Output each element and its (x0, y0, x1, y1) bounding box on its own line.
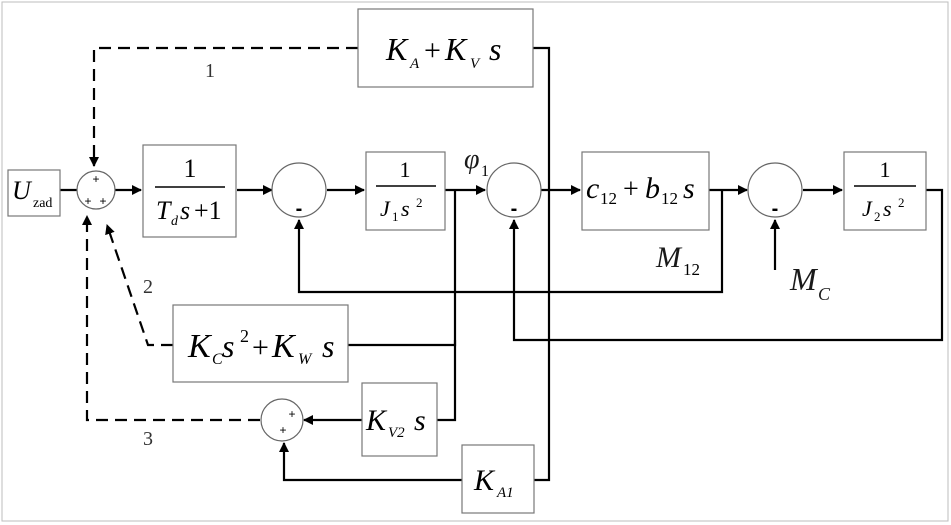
svg-text:J: J (380, 196, 391, 221)
signal-mc: M C (789, 261, 831, 304)
sum-junction-2: - (271, 162, 327, 220)
input-subscript: zad (33, 196, 52, 211)
sum-junction-3: - (486, 162, 542, 220)
svg-text:2: 2 (240, 326, 249, 346)
svg-text:M: M (655, 241, 683, 274)
svg-text:A: A (409, 56, 420, 72)
sum-main-sign-top: + (92, 172, 99, 186)
dashed-path-1 (89, 46, 358, 167)
input-box (7, 169, 61, 217)
svg-text:K: K (385, 31, 409, 67)
svg-text:+: + (252, 331, 269, 364)
sum3-minus-sign: - (511, 198, 518, 220)
path-label-1: 1 (205, 60, 215, 82)
svg-text:V: V (470, 56, 481, 72)
sum-junction-secondary: + + (260, 398, 304, 442)
dashed-path-2 (105, 224, 173, 347)
svg-text:12: 12 (683, 260, 700, 279)
sum5-sign-right: + (288, 407, 295, 421)
actuator-numerator: 1 (184, 154, 197, 183)
sum5-sign-bottom: + (279, 423, 286, 437)
plant2-denominator: J 2 s 2 (862, 195, 905, 224)
svg-text:K: K (271, 328, 297, 365)
svg-text:K: K (444, 31, 468, 67)
path-label-3: 3 (143, 428, 153, 450)
block-plant1 (365, 151, 446, 231)
svg-text:K: K (187, 328, 213, 365)
actuator-denominator: T d s +1 (156, 196, 222, 229)
svg-text:c: c (586, 172, 599, 205)
block-kc-kw (172, 304, 349, 383)
svg-text:s: s (322, 328, 334, 364)
block-plant2 (843, 151, 927, 231)
svg-text:K: K (365, 404, 388, 437)
svg-text:K: K (473, 464, 496, 497)
wire-vertical-tap (533, 46, 551, 482)
svg-text:C: C (212, 351, 223, 368)
svg-text:+: + (424, 34, 441, 67)
sum-main-sign-right: + (99, 194, 106, 208)
svg-text:s: s (683, 172, 695, 205)
svg-text:φ: φ (464, 144, 480, 175)
input-symbol: U (12, 176, 33, 205)
svg-text:C: C (818, 284, 831, 304)
sum-junction-4: - (747, 162, 803, 220)
svg-text:V2: V2 (388, 425, 405, 441)
svg-text:2: 2 (874, 209, 881, 224)
path-label-2: 2 (143, 276, 153, 298)
svg-text:1: 1 (481, 163, 489, 180)
block-ka1-label: K A1 (473, 464, 514, 501)
block-kc-kw-label: K C s 2 + K W s (187, 326, 334, 368)
svg-text:b: b (645, 172, 660, 205)
plant2-numerator: 1 (880, 157, 891, 182)
block-ka-kv (357, 8, 534, 88)
sum2-minus-sign: - (296, 198, 303, 220)
wire-m12-feedback (294, 190, 724, 294)
plant1-denominator: J 1 s 2 (380, 195, 423, 224)
block-kv2 (361, 382, 438, 457)
block-ka1 (461, 444, 535, 514)
svg-text:s: s (401, 196, 410, 221)
svg-text:+1: +1 (194, 196, 222, 225)
block-actuator (142, 144, 237, 238)
dashed-path-3 (82, 215, 260, 422)
svg-text:T: T (156, 196, 172, 225)
svg-text:s: s (883, 196, 892, 221)
svg-text:12: 12 (661, 189, 678, 208)
block-ka-kv-label: K A + K V s (385, 31, 501, 72)
svg-text:d: d (171, 214, 179, 229)
block-kv2-label: K V2 s (365, 404, 426, 441)
svg-text:s: s (414, 404, 426, 437)
svg-text:W: W (298, 351, 313, 368)
svg-text:J: J (862, 196, 873, 221)
svg-text:s: s (489, 31, 501, 67)
plant1-numerator: 1 (400, 157, 411, 182)
svg-text:2: 2 (898, 195, 905, 210)
sum-main-sign-left: + (84, 194, 91, 208)
wire-phi1-to-kv2 (437, 340, 457, 422)
signal-m12: M 12 (655, 241, 700, 279)
svg-text:A1: A1 (496, 485, 514, 501)
svg-text:+: + (623, 174, 639, 205)
svg-text:M: M (789, 261, 819, 297)
svg-text:2: 2 (416, 195, 423, 210)
svg-text:12: 12 (600, 189, 617, 208)
block-coupling (581, 151, 710, 231)
svg-text:1: 1 (392, 209, 399, 224)
block-coupling-label: c 12 + b 12 s (586, 172, 695, 208)
sum-junction-main: + + + (76, 170, 116, 210)
wire-ka1-to-sum5 (279, 442, 462, 482)
signal-phi1: φ 1 (464, 144, 489, 180)
sum4-minus-sign: - (772, 198, 779, 220)
wire-output-feedback (509, 188, 944, 342)
svg-text:s: s (180, 196, 190, 225)
svg-text:s: s (222, 328, 234, 364)
